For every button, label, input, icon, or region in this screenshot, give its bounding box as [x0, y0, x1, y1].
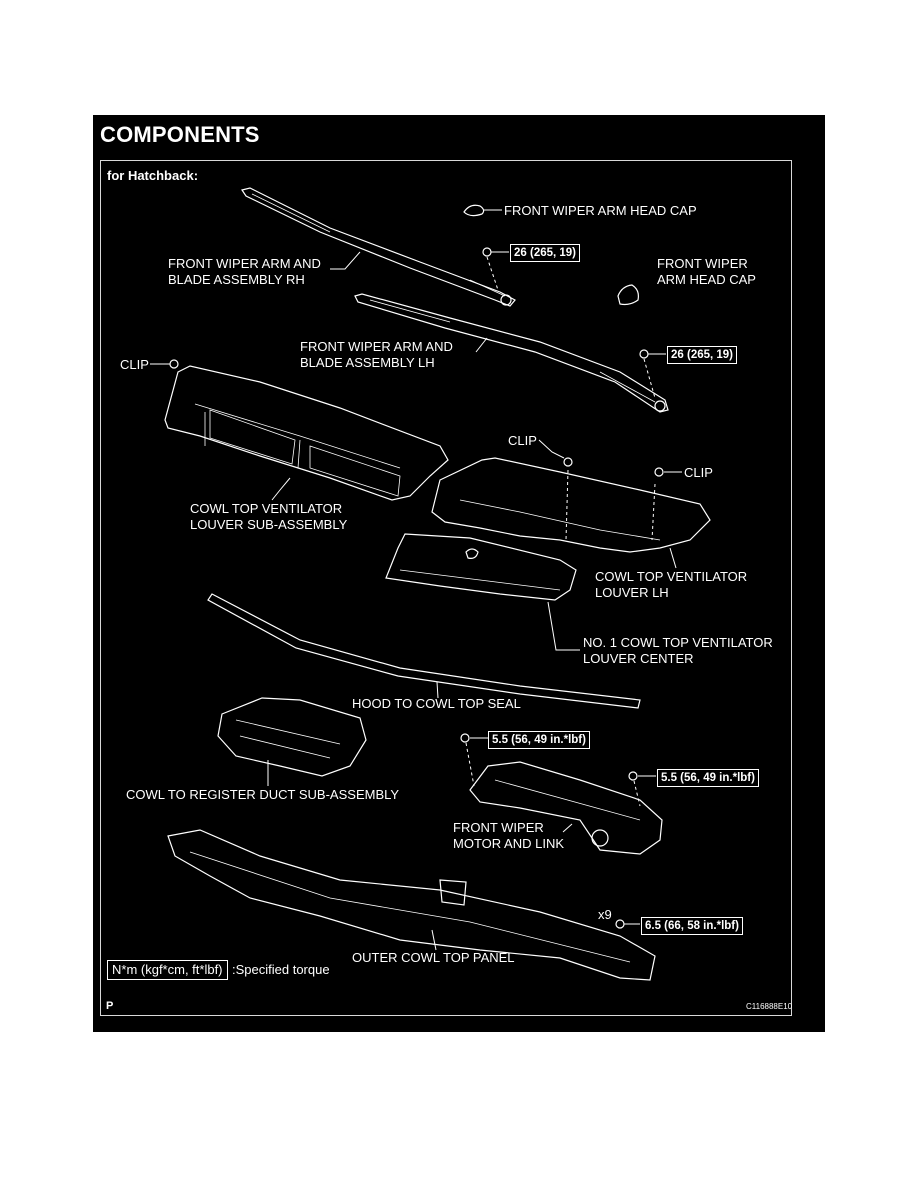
duct-drawing	[217, 697, 367, 777]
label-outer-panel: OUTER COWL TOP PANEL	[352, 950, 515, 965]
label-qty: x9	[598, 907, 612, 922]
louver-sub-assembly-drawing	[164, 359, 449, 501]
corner-mark: P	[106, 1000, 114, 1012]
head-cap-top-drawing	[463, 204, 485, 217]
label-arm-rh: FRONT WIPER ARM AND BLADE ASSEMBLY RH	[168, 256, 321, 287]
label-head-cap-top: FRONT WIPER ARM HEAD CAP	[504, 203, 697, 218]
arm-nut-lh-drawing	[639, 349, 656, 399]
torque-panel: 6.5 (66, 58 in.*lbf)	[641, 917, 743, 935]
label-duct: COWL TO REGISTER DUCT SUB-ASSEMBLY	[126, 787, 400, 802]
wiper-motor-drawing	[460, 733, 663, 855]
label-hood-seal: HOOD TO COWL TOP SEAL	[352, 696, 521, 711]
label-head-cap-right: FRONT WIPER ARM HEAD CAP	[657, 256, 756, 287]
label-motor: FRONT WIPER MOTOR AND LINK	[453, 820, 565, 851]
label-louver-sub: COWL TOP VENTILATOR LOUVER SUB-ASSEMBLY	[190, 501, 348, 532]
diagram-frame	[100, 160, 792, 1016]
hatchback-subtitle: for Hatchback:	[107, 168, 199, 183]
louver-lh-drawing	[431, 457, 711, 553]
torque-motor-left: 5.5 (56, 49 in.*lbf)	[488, 731, 590, 749]
outer-panel-drawing	[167, 829, 656, 981]
wiper-arm-lh-drawing	[354, 293, 669, 413]
figure-id: C116888E10	[746, 1002, 793, 1011]
legend-box: N*m (kgf*cm, ft*lbf)	[107, 960, 228, 980]
hood-seal-drawing	[207, 593, 641, 709]
torque-arm-rh: 26 (265, 19)	[510, 244, 581, 262]
label-clip-right: CLIP	[684, 465, 713, 480]
torque-motor-right: 5.5 (56, 49 in.*lbf)	[657, 769, 759, 787]
label-clip-left: CLIP	[120, 357, 149, 372]
head-cap-right-drawing	[617, 284, 639, 306]
label-arm-lh: FRONT WIPER ARM AND BLADE ASSEMBLY LH	[300, 339, 453, 370]
label-louver-lh: COWL TOP VENTILATOR LOUVER LH	[595, 569, 748, 600]
leader-lines	[150, 209, 682, 951]
torque-arm-lh: 26 (265, 19)	[667, 346, 738, 364]
legend-text: :Specified torque	[232, 962, 330, 977]
louver-center-drawing	[385, 533, 577, 601]
label-louver-center: NO. 1 COWL TOP VENTILATOR LOUVER CENTER	[583, 635, 773, 666]
arm-nut-rh-drawing	[482, 247, 499, 291]
label-clip-mid: CLIP	[508, 433, 537, 448]
page-title: COMPONENTS	[100, 122, 260, 147]
wiper-arm-rh-drawing	[241, 187, 516, 307]
